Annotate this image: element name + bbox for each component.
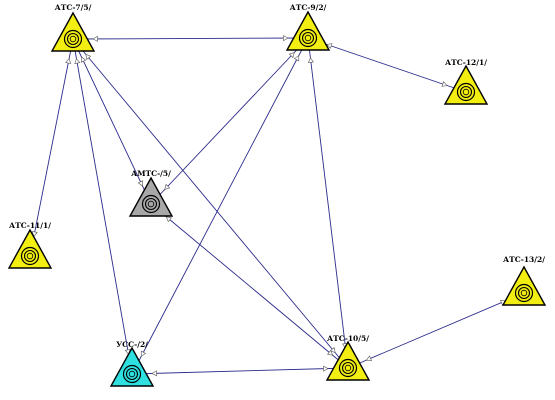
- node-triangle: [128, 176, 174, 217]
- node-triangle: [443, 64, 489, 105]
- exchange-icon: [20, 246, 40, 266]
- link-arrow: [327, 349, 334, 356]
- link-arrow: [283, 35, 289, 42]
- link-arrow: [80, 56, 87, 63]
- link-arrow: [323, 365, 329, 372]
- link-arrow: [308, 57, 314, 63]
- node-label: АТС-11/1/: [9, 221, 51, 230]
- link-arrow: [293, 55, 300, 62]
- exchange-icon: [514, 283, 534, 303]
- icon-ring: [514, 283, 534, 303]
- link-atc-9-amtc-5: [150, 37, 309, 205]
- icon-ring: [147, 200, 155, 208]
- icon-ring: [63, 29, 83, 49]
- icon-ring: [456, 82, 476, 102]
- link-arrow: [288, 52, 295, 59]
- icon-ring: [20, 246, 40, 266]
- node-label: УСС-/2/: [116, 340, 148, 349]
- link-arrow: [65, 58, 72, 64]
- node-label: АТС-13/2/: [503, 255, 545, 264]
- exchange-icon: [63, 29, 83, 49]
- icon-ring: [125, 367, 139, 381]
- node-label: АТС-7/5/: [55, 3, 92, 12]
- node-triangle: [7, 228, 53, 269]
- node-atc-11[interactable]: АТС-11/1/: [7, 221, 53, 269]
- link-amtc-5-atc-10: [150, 203, 349, 369]
- node-atc-7[interactable]: АТС-7/5/: [50, 3, 96, 52]
- icon-ring: [520, 289, 528, 297]
- exchange-icon: [338, 358, 358, 378]
- node-triangle: [501, 265, 547, 306]
- icon-ring: [517, 286, 531, 300]
- icon-ring: [298, 28, 318, 48]
- icon-ring: [338, 358, 358, 378]
- link-arrow: [92, 35, 98, 42]
- icon-ring: [26, 252, 34, 260]
- node-label: АТС-12/1/: [445, 58, 487, 67]
- links-layer: [29, 35, 525, 377]
- link-arrow: [151, 370, 157, 377]
- icon-ring: [341, 361, 355, 375]
- icon-ring: [462, 88, 470, 96]
- link-arrow: [329, 347, 336, 354]
- link-ycc-2-atc-10: [131, 367, 349, 375]
- link-atc-7-atc-9: [72, 37, 309, 40]
- node-label: АМТС-/5/: [131, 169, 171, 178]
- link-atc-13-atc-10: [347, 292, 525, 369]
- node-label: АТС-9/2/: [290, 3, 327, 12]
- icon-ring: [69, 35, 77, 43]
- exchange-icon: [298, 28, 318, 48]
- link-arrow: [165, 216, 172, 223]
- icon-ring: [304, 34, 312, 42]
- link-arrow: [326, 43, 333, 49]
- link-atc-7-atc-11: [29, 38, 74, 257]
- link-arrow: [140, 350, 147, 357]
- node-amtc-5[interactable]: АМТС-/5/: [128, 169, 174, 217]
- link-arrow: [441, 81, 448, 87]
- link-arrow: [164, 183, 171, 190]
- node-triangle: [325, 340, 371, 381]
- icon-ring: [144, 197, 158, 211]
- node-triangle: [285, 10, 331, 51]
- node-triangle: [50, 11, 96, 52]
- link-atc-9-atc-10: [307, 37, 349, 369]
- node-atc-9[interactable]: АТС-9/2/: [285, 3, 331, 51]
- icon-ring: [141, 194, 161, 214]
- exchange-icon: [456, 82, 476, 102]
- link-atc-7-atc-10: [72, 38, 349, 369]
- node-atc-12[interactable]: АТС-12/1/: [443, 58, 489, 105]
- link-atc-9-atc-12: [307, 37, 467, 93]
- link-arrow: [74, 58, 81, 64]
- link-arrow: [365, 355, 372, 362]
- link-atc-7-ycc-2: [72, 38, 133, 375]
- node-triangle: [109, 346, 155, 387]
- link-atc-9-ycc-2: [131, 37, 309, 375]
- nodes-layer: АТС-7/5/АТС-9/2/АТС-12/1/АМТС-/5/АТС-11/…: [7, 3, 547, 387]
- node-ycc-2[interactable]: УСС-/2/: [109, 340, 155, 387]
- icon-ring: [344, 364, 352, 372]
- icon-ring: [66, 32, 80, 46]
- icon-ring: [459, 85, 473, 99]
- icon-ring: [122, 364, 142, 384]
- exchange-icon: [122, 364, 142, 384]
- node-atc-13[interactable]: АТС-13/2/: [501, 255, 547, 306]
- link-arrow: [137, 180, 144, 187]
- node-atc-10[interactable]: АТС-10/5/: [325, 334, 371, 381]
- icon-ring: [23, 249, 37, 263]
- node-label: АТС-10/5/: [327, 334, 369, 343]
- exchange-icon: [141, 194, 161, 214]
- icon-ring: [128, 370, 136, 378]
- link-atc-7-amtc-5: [72, 38, 152, 205]
- link-arrow: [85, 53, 92, 60]
- icon-ring: [301, 31, 315, 45]
